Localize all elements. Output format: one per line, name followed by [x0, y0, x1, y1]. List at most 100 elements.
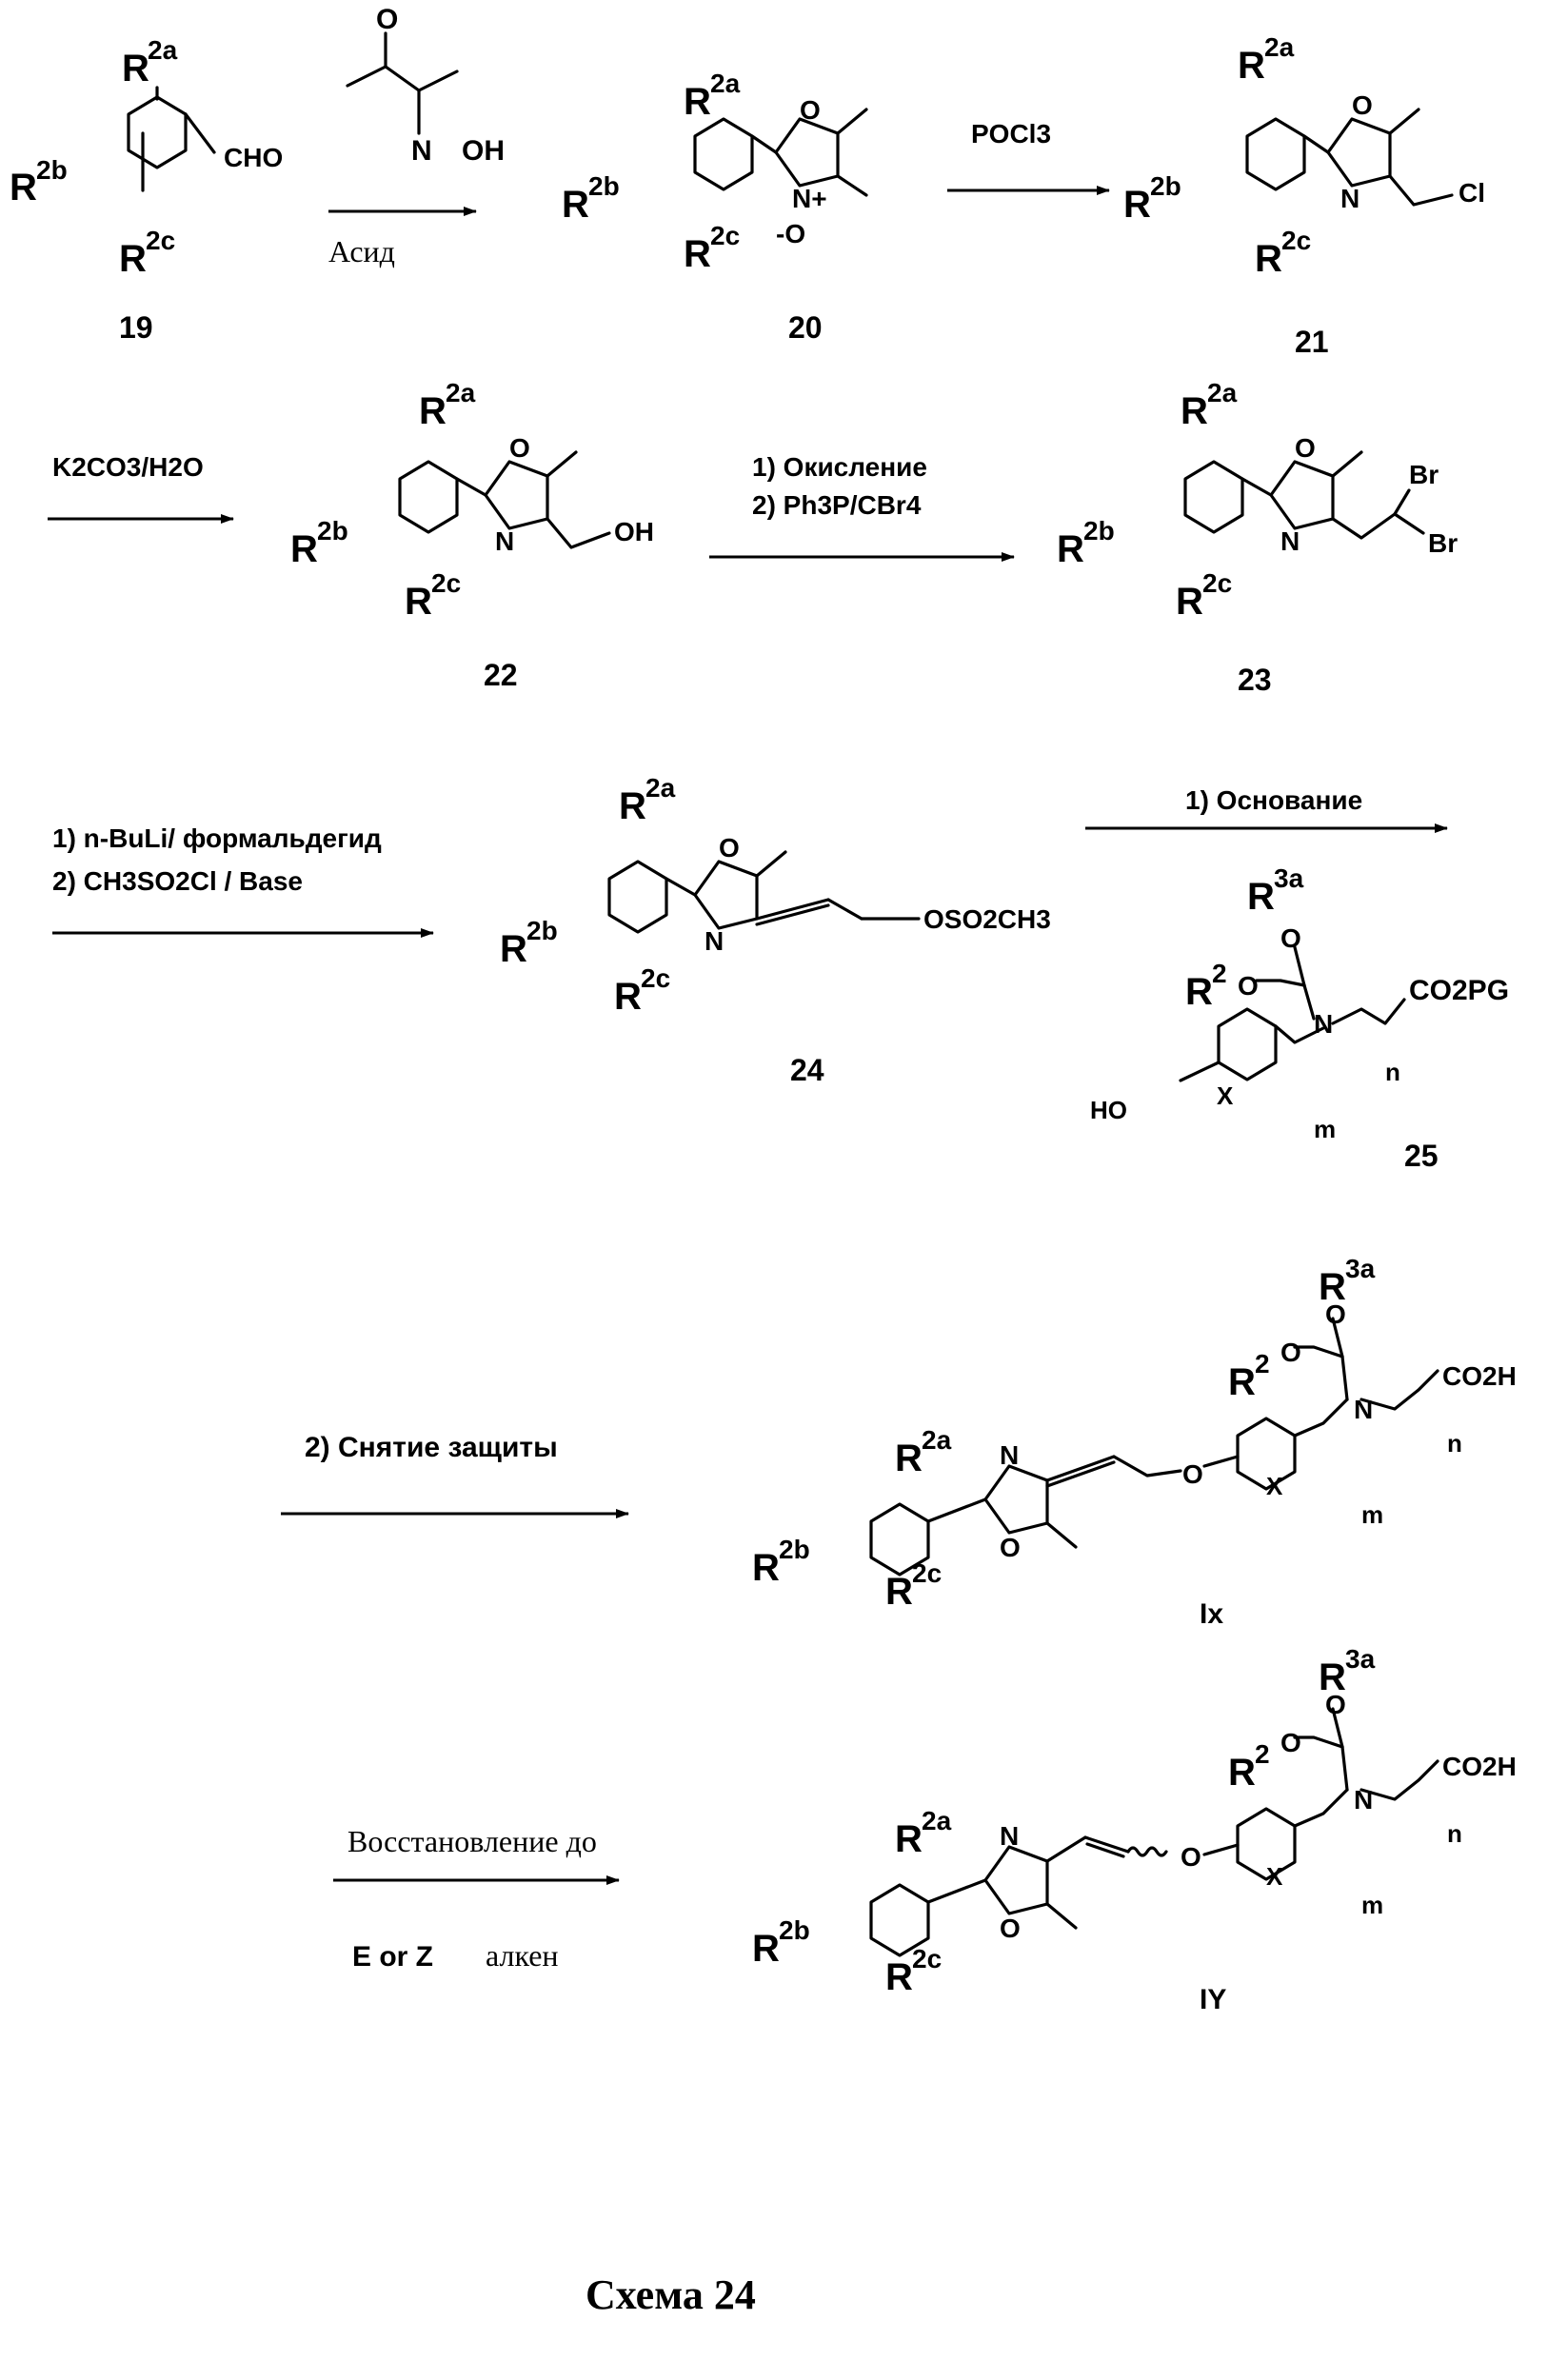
r2b-21: R: [1123, 184, 1151, 226]
svg-text:3a: 3a: [1345, 1254, 1376, 1283]
svg-text:2a: 2a: [645, 773, 676, 803]
label-ix: Ix: [1200, 1598, 1223, 1630]
reagent-acid: Асид: [328, 234, 395, 268]
svg-text:2b: 2b: [36, 155, 68, 185]
r2b-23: R: [1057, 528, 1084, 570]
svg-text:O: O: [800, 95, 821, 125]
r2b-ix: R: [752, 1547, 780, 1589]
svg-text:2c: 2c: [431, 568, 461, 598]
label-22: 22: [484, 658, 518, 692]
svg-text:2b: 2b: [779, 1915, 810, 1945]
svg-text:2b: 2b: [588, 171, 620, 201]
label-20: 20: [788, 310, 823, 345]
reagent-oxidation: 1) Окисление: [752, 452, 927, 482]
r2b-19: R: [10, 167, 37, 208]
compound-iy: R 3a O O R 2 N CO2H O X m n R 2a R 2b R …: [752, 1644, 1517, 2015]
r2-ix: R: [1228, 1361, 1256, 1403]
compound-22: R 2a R 2b R 2c O N OH 22: [290, 378, 654, 692]
svg-text:N: N: [1314, 1009, 1333, 1039]
compound-20: R 2a R 2b R 2c O N+ -O 20: [562, 69, 866, 345]
label-19: 19: [119, 310, 153, 345]
reagent-alkene: алкен: [486, 1938, 559, 1973]
svg-text:2b: 2b: [317, 516, 348, 545]
svg-text:O: O: [1181, 1842, 1201, 1872]
svg-text:O: O: [1295, 433, 1316, 463]
cho-group: CHO: [224, 143, 283, 172]
r2a-19: R: [122, 48, 149, 89]
svg-text:2c: 2c: [641, 963, 670, 993]
svg-text:2a: 2a: [922, 1806, 952, 1835]
svg-text:N: N: [411, 135, 432, 167]
svg-text:O: O: [1182, 1459, 1203, 1489]
svg-text:n: n: [1385, 1058, 1400, 1086]
r2b-iy: R: [752, 1928, 780, 1970]
r2-25: R: [1185, 971, 1213, 1013]
svg-text:m: m: [1361, 1891, 1383, 1919]
svg-text:O: O: [1325, 1299, 1346, 1329]
compound-21: R 2a R 2b R 2c O N Cl 21: [1123, 32, 1485, 359]
compound-19: R 2a R 2b R 2c CHO 19: [10, 35, 283, 345]
r3a-25: R: [1247, 876, 1275, 918]
svg-text:O: O: [1325, 1690, 1346, 1719]
r2-iy: R: [1228, 1752, 1256, 1794]
reagent-mscl: 2) CH3SO2Cl / Base: [52, 866, 303, 896]
scheme-title: Схема 24: [585, 2271, 756, 2318]
svg-text:N: N: [1280, 526, 1300, 556]
svg-text:n: n: [1447, 1819, 1462, 1848]
svg-text:N: N: [705, 926, 724, 956]
r2c-iy: R: [885, 1956, 913, 1998]
svg-text:O: O: [376, 4, 398, 35]
r2b-22: R: [290, 528, 318, 570]
r2c-ix: R: [885, 1571, 913, 1613]
svg-text:O: O: [1000, 1533, 1021, 1562]
svg-text:2: 2: [1255, 1349, 1270, 1378]
svg-text:2b: 2b: [1083, 516, 1115, 545]
svg-text:X: X: [1266, 1862, 1283, 1891]
compound-25: R 3a O O R 2 N CO2PG HO X m n 25: [1090, 863, 1509, 1173]
svg-text:2a: 2a: [148, 35, 178, 65]
compound-24: R 2a R 2b R 2c O N OSO2CH3 24: [500, 773, 1051, 1087]
svg-text:OH: OH: [614, 517, 654, 546]
r2a-22: R: [419, 390, 447, 432]
svg-text:2b: 2b: [779, 1535, 810, 1564]
svg-text:CO2PG: CO2PG: [1409, 975, 1509, 1006]
reagent-k2co3: K2CO3/H2O: [52, 452, 204, 482]
svg-text:2c: 2c: [1281, 226, 1311, 255]
svg-text:2b: 2b: [526, 916, 558, 945]
svg-text:CO2H: CO2H: [1442, 1361, 1517, 1391]
svg-text:2: 2: [1255, 1739, 1270, 1769]
r2a-24: R: [619, 785, 646, 827]
r2b-24: R: [500, 928, 527, 970]
svg-text:2a: 2a: [710, 69, 741, 98]
svg-text:2c: 2c: [912, 1558, 942, 1588]
svg-text:OSO2CH3: OSO2CH3: [923, 904, 1051, 934]
svg-text:2a: 2a: [1207, 378, 1238, 407]
svg-text:n: n: [1447, 1429, 1462, 1458]
svg-text:N: N: [1340, 184, 1359, 213]
r2c-23: R: [1176, 581, 1203, 623]
label-25: 25: [1404, 1139, 1439, 1173]
svg-text:3a: 3a: [1345, 1644, 1376, 1674]
svg-text:N: N: [1354, 1785, 1373, 1815]
svg-text:O: O: [1352, 90, 1373, 120]
svg-text:N: N: [1000, 1440, 1019, 1470]
svg-text:HO: HO: [1090, 1096, 1127, 1124]
svg-text:Br: Br: [1409, 460, 1439, 489]
svg-text:N: N: [495, 526, 514, 556]
compound-ix: R 3a O O R 2 N CO2H O X m n R 2a R 2b R …: [752, 1254, 1517, 1630]
svg-text:-O: -O: [776, 219, 805, 248]
svg-text:CO2H: CO2H: [1442, 1752, 1517, 1781]
reagent-oxime: O N OH: [347, 4, 505, 167]
svg-text:2: 2: [1212, 959, 1227, 988]
r2b-20: R: [562, 184, 589, 226]
svg-text:O: O: [1000, 1914, 1021, 1943]
svg-text:O: O: [1280, 1728, 1301, 1757]
svg-text:2c: 2c: [1202, 568, 1232, 598]
compound-23: R 2a R 2b R 2c O N Br Br 23: [1057, 378, 1458, 697]
svg-text:2c: 2c: [710, 221, 740, 250]
svg-text:X: X: [1266, 1472, 1283, 1500]
svg-text:2c: 2c: [146, 226, 175, 255]
r2a-23: R: [1181, 390, 1208, 432]
